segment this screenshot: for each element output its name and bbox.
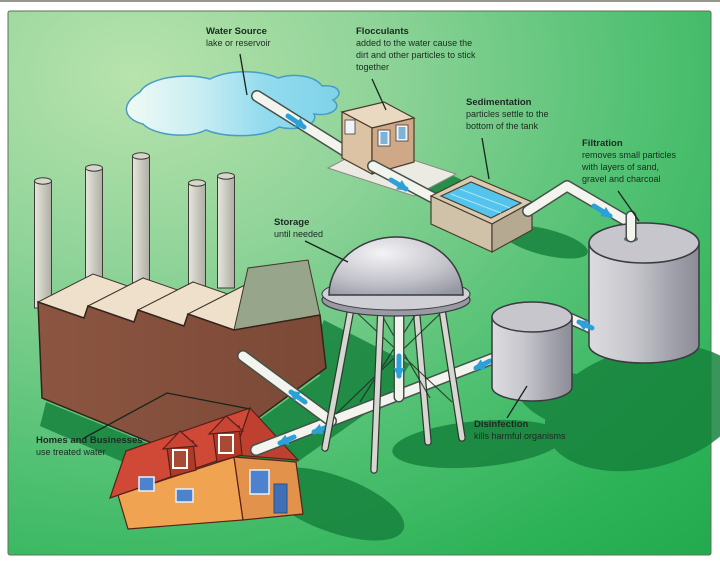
label-storage: Storage until needed (274, 217, 358, 241)
pipe-distribution-main (250, 346, 516, 456)
label-homes: Homes and Businesses use treated water (36, 435, 186, 459)
window (249, 469, 270, 495)
label-title: Homes and Businesses (36, 435, 143, 446)
label-title: Flocculants (356, 26, 409, 37)
leader-sedimentation (481, 137, 490, 180)
leader-disinfection (506, 385, 528, 419)
flow-arrow (473, 358, 493, 371)
dormer (161, 430, 199, 478)
water-tower (321, 236, 471, 474)
door (273, 483, 288, 514)
label-title: Water Source (206, 26, 267, 37)
flocculants-building (340, 101, 416, 175)
label-disinfection: Disinfection kills harmful organisms (474, 419, 588, 443)
flow-arrow (285, 113, 307, 130)
photo-edge (0, 0, 720, 2)
label-desc: lake or reservoir (206, 38, 271, 49)
factory-shadow (304, 320, 410, 410)
flow-arrow (591, 203, 613, 219)
label-water-source: Water Source lake or reservoir (206, 26, 298, 50)
leader-homes (83, 392, 251, 439)
pipe-branch-to-factory (237, 350, 337, 427)
label-desc: removes small particles with layers of s… (582, 150, 677, 184)
sedimentation-tank (429, 175, 534, 254)
flow-arrow (277, 434, 297, 446)
label-title: Filtration (582, 138, 623, 149)
window (344, 119, 356, 135)
factory-sawtooth-roof (36, 259, 321, 331)
label-desc: added to the water cause the dirt and ot… (356, 38, 476, 72)
label-desc: kills harmful organisms (474, 431, 566, 442)
flow-arrow (576, 319, 595, 331)
label-desc: until needed (274, 229, 324, 240)
window (138, 476, 155, 492)
house (109, 406, 304, 530)
filtration-tank (588, 222, 700, 364)
dormer (207, 415, 245, 463)
label-sedimentation: Sedimentation particles settle to the bo… (466, 97, 564, 133)
tank-water (439, 181, 523, 219)
label-desc: particles settle to the bottom of the ta… (466, 109, 549, 132)
label-desc: use treated water (36, 447, 106, 458)
flow-arrow (388, 177, 409, 192)
label-filtration: Filtration removes small particles with … (582, 138, 686, 185)
leader-water-source (239, 53, 248, 96)
factory (34, 152, 327, 463)
disinfection-tank (491, 301, 573, 402)
tower-shadow (392, 419, 564, 469)
leader-flocculants (371, 78, 387, 111)
tower-leg (321, 299, 466, 474)
label-flocculants: Flocculants added to the water cause the… (356, 26, 484, 73)
flow-arrow (288, 389, 308, 405)
label-title: Storage (274, 217, 310, 228)
leader-filtration (617, 190, 640, 222)
window (175, 488, 194, 503)
leader-storage (304, 240, 349, 263)
label-title: Disinfection (474, 419, 529, 430)
tower-dome (328, 236, 464, 296)
tower-braces (335, 309, 453, 415)
label-title: Sedimentation (466, 97, 532, 108)
leader-lines (83, 53, 640, 439)
